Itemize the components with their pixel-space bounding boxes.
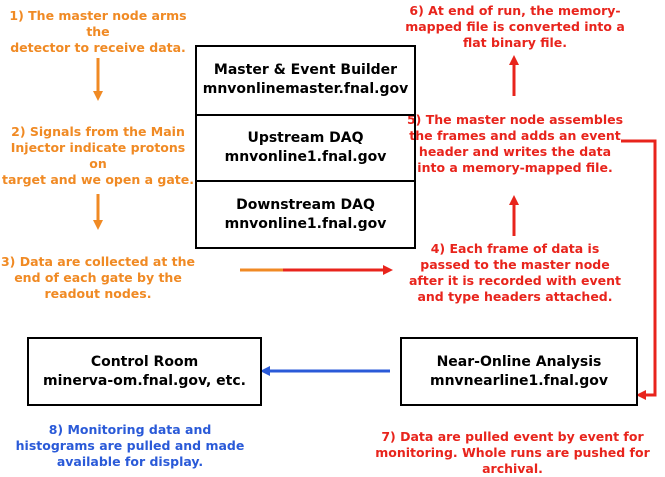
control-room-box: Control Room minerva-om.fnal.gov, etc. — [27, 337, 262, 406]
step8-text: 8) Monitoring data and histograms are pu… — [15, 422, 245, 469]
downstream-daq-node: Downstream DAQ mnvonline1.fnal.gov — [197, 180, 414, 247]
downstream-daq-host: mnvonline1.fnal.gov — [224, 215, 387, 232]
near-online-analysis-host: mnvnearline1.fnal.gov — [429, 372, 608, 389]
step3-text: 3) Data are collected at the end of each… — [0, 254, 196, 301]
step1-text: 1) The master node arms the detector to … — [9, 8, 187, 55]
upstream-daq-node: Upstream DAQ mnvonline1.fnal.gov — [197, 113, 414, 181]
upstream-daq-title: Upstream DAQ — [247, 129, 364, 146]
daq-node-stack: Master & Event Builder mnvonlinemaster.f… — [195, 45, 416, 249]
step7-text: 7) Data are pulled event by event for mo… — [375, 429, 650, 476]
control-room-title: Control Room — [90, 353, 199, 370]
near-online-analysis-title: Near-Online Analysis — [436, 353, 602, 370]
step2-text: 2) Signals from the Main Injector indica… — [2, 124, 194, 187]
downstream-daq-title: Downstream DAQ — [236, 196, 375, 213]
master-node: Master & Event Builder mnvonlinemaster.f… — [197, 47, 414, 114]
step4-text: 4) Each frame of data is passed to the m… — [408, 241, 622, 304]
step5-text: 5) The master node assembles the frames … — [406, 112, 624, 175]
step6-text: 6) At end of run, the memory- mapped fil… — [405, 3, 625, 50]
master-node-host: mnvonlinemaster.fnal.gov — [202, 81, 409, 98]
control-room-host: minerva-om.fnal.gov, etc. — [43, 372, 246, 389]
arrow-step5-to-nearline — [621, 139, 657, 400]
near-online-analysis-box: Near-Online Analysis mnvnearline1.fnal.g… — [400, 337, 638, 406]
master-node-title: Master & Event Builder — [213, 62, 398, 79]
upstream-daq-host: mnvonline1.fnal.gov — [224, 148, 387, 165]
